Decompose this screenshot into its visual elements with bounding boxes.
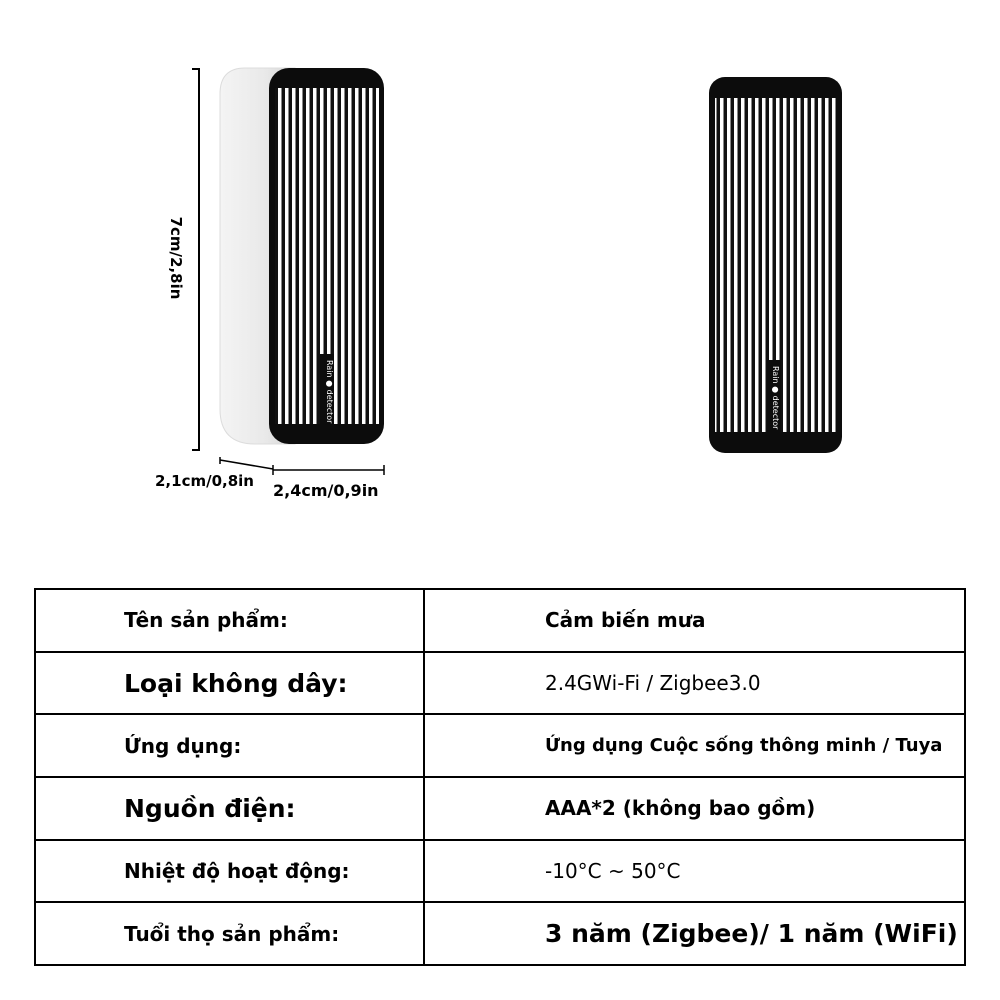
spec-key: Ứng dụng: xyxy=(36,715,425,777)
spec-table: Tên sản phẩm: Cảm biến mưa Loại không dâ… xyxy=(34,588,966,966)
depth-label: 2,1cm/0,8in xyxy=(155,472,254,490)
height-label: 7cm/2,8in xyxy=(167,216,185,300)
spec-value: Ứng dụng Cuộc sống thông minh / Tuya xyxy=(545,735,943,757)
spec-value: AAA*2 (không bao gồm) xyxy=(545,796,816,821)
spec-row-product-name: Tên sản phẩm: Cảm biến mưa xyxy=(36,590,964,653)
spec-row-product-lifetime: Tuổi thọ sản phẩm: 3 năm (Zigbee)/ 1 năm… xyxy=(36,903,964,965)
height-dimension-tick-bottom xyxy=(192,449,200,451)
spec-row-operating-temperature: Nhiệt độ hoạt động: -10°C ~ 50°C xyxy=(36,840,964,904)
spec-key: Tuổi thọ sản phẩm: xyxy=(36,903,425,965)
spec-key: Tên sản phẩm: xyxy=(36,590,425,651)
spec-row-app: Ứng dụng: Ứng dụng Cuộc sống thông minh … xyxy=(36,715,964,779)
rain-sensor-front-view: Rain ● detector xyxy=(709,77,842,453)
device-label-left: Rain ● detector xyxy=(325,360,334,424)
spec-row-power: Nguồn điện: AAA*2 (không bao gồm) xyxy=(36,778,964,841)
spec-key: Loại không dây: xyxy=(36,652,425,714)
device-label-right: Rain ● detector xyxy=(771,366,780,430)
depth-width-dimension-lines xyxy=(219,457,385,475)
rain-sensor-angled-view: Rain ● detector xyxy=(219,67,384,445)
spec-key: Nguồn điện: xyxy=(36,778,425,839)
width-label: 2,4cm/0,9in xyxy=(273,481,379,500)
spec-value: 3 năm (Zigbee)/ 1 năm (WiFi) xyxy=(545,919,958,949)
spec-value: 2.4GWi-Fi / Zigbee3.0 xyxy=(545,671,761,695)
spec-key: Nhiệt độ hoạt động: xyxy=(36,840,425,902)
height-dimension-tick-top xyxy=(192,68,200,70)
height-dimension-line xyxy=(198,68,200,451)
spec-row-wireless-type: Loại không dây: 2.4GWi-Fi / Zigbee3.0 xyxy=(36,652,964,716)
spec-value: Cảm biến mưa xyxy=(545,608,706,633)
spec-value: -10°C ~ 50°C xyxy=(545,859,681,884)
